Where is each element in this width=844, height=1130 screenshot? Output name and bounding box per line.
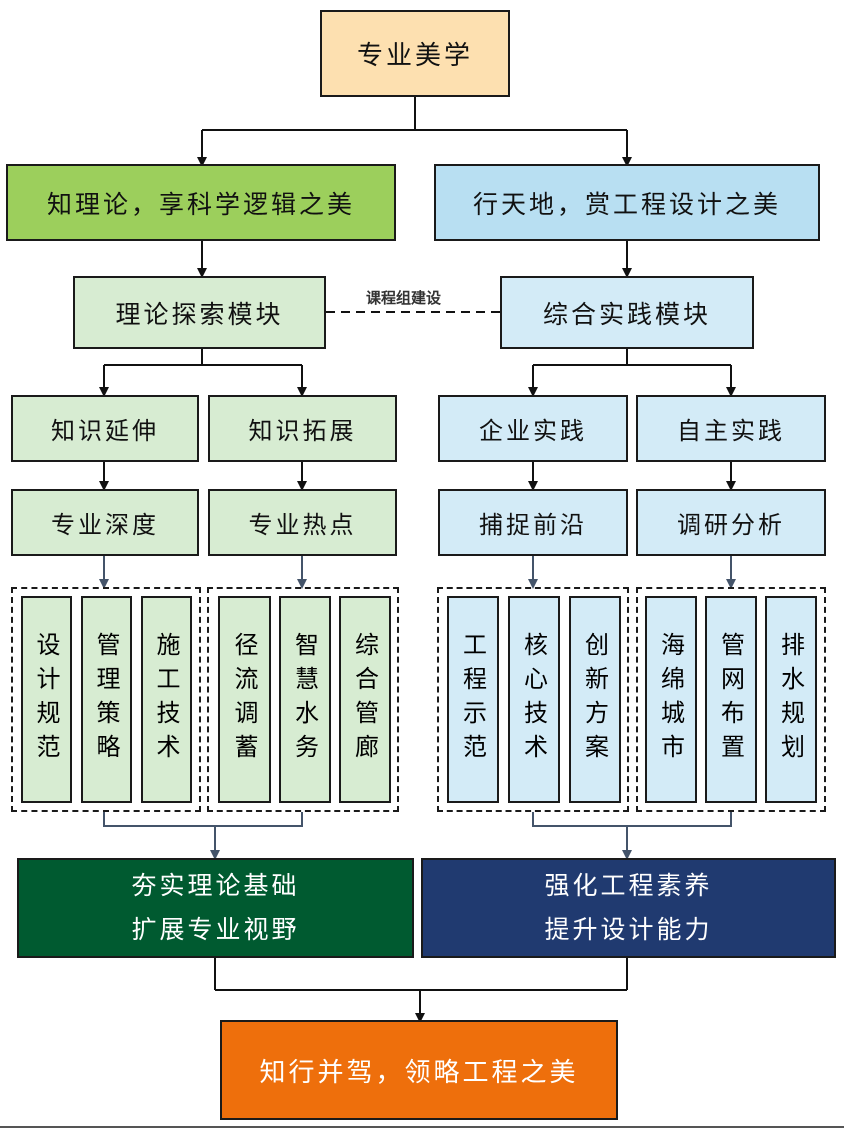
- item-box: 管网布置: [705, 596, 757, 803]
- item-text: 工程示范: [458, 631, 487, 768]
- right-title: 行天地，赏工程设计之美: [434, 164, 820, 241]
- group-depth: [11, 587, 201, 812]
- group-frontier: [437, 587, 629, 812]
- left-outcome-line-1: 夯实理论基础: [131, 871, 300, 900]
- left-outcome: 夯实理论基础 扩展专业视野: [17, 858, 414, 958]
- focus-research: 调研分析: [636, 489, 826, 556]
- sub-enterprise-practice: 企业实践: [438, 395, 628, 462]
- left-module: 理论探索模块: [73, 276, 326, 349]
- item-box: 创新方案: [569, 596, 621, 803]
- item-text: 核心技术: [519, 631, 548, 768]
- link-label: 课程组建设: [364, 287, 444, 308]
- item-text: 施工技术: [152, 631, 180, 768]
- final-box: 知行并驾，领略工程之美: [220, 1020, 618, 1120]
- bottom-rule: [0, 1126, 844, 1128]
- item-box: 海绵城市: [645, 596, 697, 803]
- item-box: 智慧水务: [279, 596, 331, 803]
- item-box: 设计规范: [21, 596, 72, 803]
- left-title: 知理论，享科学逻辑之美: [6, 164, 396, 241]
- item-text: 智慧水务: [290, 631, 319, 768]
- item-box: 径流调蓄: [218, 596, 271, 803]
- item-box: 管理策略: [81, 596, 132, 803]
- item-text: 管网布置: [716, 631, 745, 768]
- item-text: 综合管廊: [350, 631, 379, 768]
- root-box: 专业美学: [320, 10, 510, 97]
- focus-hotspots: 专业热点: [208, 489, 397, 556]
- left-outcome-line-2: 扩展专业视野: [131, 915, 300, 944]
- item-text: 排水规划: [776, 631, 805, 768]
- focus-depth: 专业深度: [11, 489, 199, 556]
- item-text: 设计规范: [32, 631, 60, 768]
- item-text: 海绵城市: [656, 631, 685, 768]
- sub-knowledge-extension: 知识延伸: [11, 395, 199, 462]
- sub-knowledge-expansion: 知识拓展: [208, 395, 397, 462]
- item-box: 核心技术: [508, 596, 560, 803]
- sub-self-practice: 自主实践: [636, 395, 826, 462]
- item-text: 径流调蓄: [230, 631, 258, 768]
- right-outcome-line-1: 强化工程素养: [544, 871, 713, 900]
- item-box: 综合管廊: [339, 596, 391, 803]
- item-box: 工程示范: [447, 596, 499, 803]
- right-module: 综合实践模块: [500, 276, 754, 349]
- right-outcome: 强化工程素养 提升设计能力: [421, 858, 836, 958]
- item-box: 排水规划: [765, 596, 817, 803]
- item-text: 创新方案: [580, 631, 609, 768]
- item-text: 管理策略: [92, 631, 120, 768]
- group-research: [636, 587, 826, 812]
- right-outcome-line-2: 提升设计能力: [544, 915, 713, 944]
- group-hotspots: [207, 587, 399, 812]
- item-box: 施工技术: [141, 596, 192, 803]
- focus-frontier: 捕捉前沿: [438, 489, 628, 556]
